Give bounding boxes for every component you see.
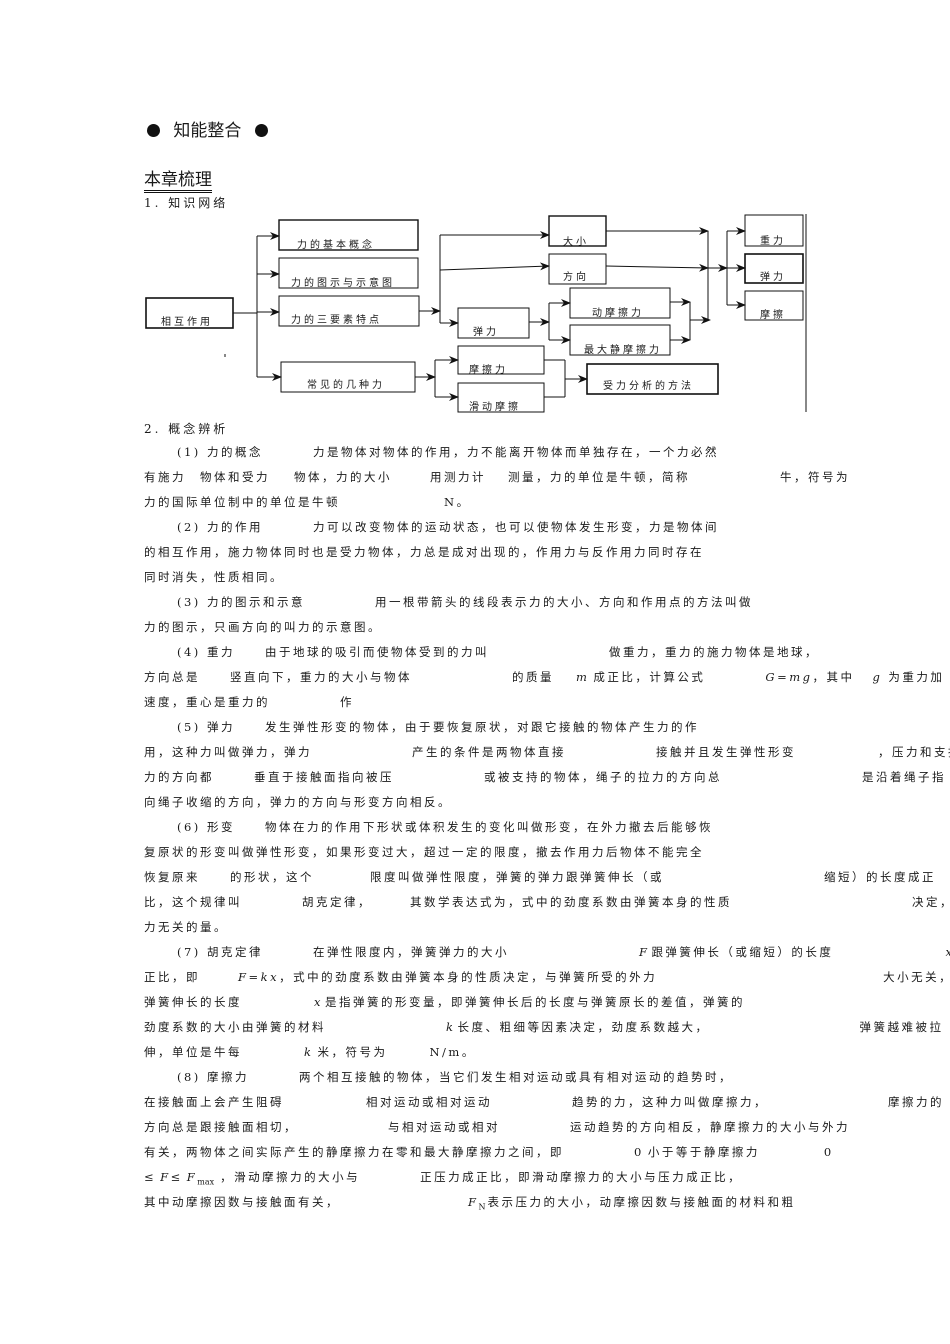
diagram-branch-label: 常见的几种力 (307, 380, 385, 391)
part2-label: 2. 概念辨析 (144, 422, 229, 436)
diagram-root-label: 相互作用 (161, 317, 213, 328)
paragraph-line: ≤F≤Fmax，滑动摩擦力的大小与正压力成正比，即滑动摩擦力的大小与压力成正比， (144, 1170, 743, 1187)
diagram-a-label: 方向 (563, 272, 589, 283)
paragraph-line: (6) 形变物体在力的作用下形状或体积发生的变化叫做形变，在外力撤去后能够恢 (177, 820, 713, 834)
diagram-branch-label: 力的三要素特点 (291, 315, 382, 326)
paragraph-line: (4) 重力由于地球的吸引而使物体受到的力叫做重力，重力的施力物体是地球， (177, 645, 819, 659)
paragraph-line: 复原状的形变叫做弹性形变，如果形变过大，超过一定的限度，撤去作用力后物体不能完全 (144, 845, 704, 859)
paragraph-line: 向绳子收缩的方向，弹力的方向与形变方向相反。 (144, 795, 452, 809)
diagram-result-label: 受力分析的方法 (603, 381, 694, 392)
paragraph-line: (5) 弹力发生弹性形变的物体，由于要恢复原状，对跟它接触的物体产生力的作 (177, 720, 699, 734)
section-title: 本章梳理 (144, 165, 212, 193)
diagram-middle-label: 滑动摩擦 (469, 402, 521, 413)
paragraph-line: (2) 力的作用力可以改变物体的运动状态，也可以使物体发生形变，力是物体间 (177, 520, 719, 534)
diagram-friction-label: 最大静摩擦力 (584, 345, 662, 356)
paragraph-line: (8) 摩擦力两个相互接触的物体，当它们发生相对运动或具有相对运动的趋势时， (177, 1070, 733, 1084)
diagram-a-label: 大小 (563, 237, 589, 248)
bullet-dot-icon (254, 124, 268, 137)
paragraph-line: 的相互作用，施力物体同时也是受力物体，力总是成对出现的，作用力与反作用力同时存在 (144, 545, 704, 559)
diagram-friction-label: 动摩擦力 (592, 308, 644, 319)
part1-label: 1. 知识网络 (144, 196, 229, 210)
paragraph-line: 力的方向都垂直于接触面指向被压或被支持的物体，绳子的拉力的方向总是沿着绳子指 (144, 770, 946, 784)
diagram-far-label: 重力 (760, 236, 786, 247)
diagram-far-label: 弹力 (760, 272, 786, 283)
paragraph-line: 恢复原来的形状，这个限度叫做弹性限度，弹簧的弹力跟弹簧伸长（或缩短）的长度成正 (144, 870, 936, 884)
paragraph-line: 有施力物体和受力物体，力的大小用测力计测量，力的单位是牛顿，简称牛，符号为 (144, 470, 850, 484)
paragraph-line: 同时消失，性质相同。 (144, 570, 284, 584)
paragraph-line: 力无关的量。 (144, 920, 228, 934)
diagram-branch-label: 力的基本概念 (297, 240, 375, 251)
diagram-middle-label: 摩擦力 (469, 365, 508, 376)
diagram-far-label: 摩擦 (760, 310, 786, 321)
diagram-branch-label: 力的图示与示意图 (291, 278, 395, 289)
header-title: 知能整合 (173, 121, 242, 141)
paragraph-line: 力的图示，只画方向的叫力的示意图。 (144, 620, 382, 634)
paragraph-line: 速度，重心是重力的作 (144, 695, 354, 709)
paragraph-line: 在接触面上会产生阻碍相对运动或相对运动趋势的力，这种力叫做摩擦力，摩擦力的 (144, 1095, 944, 1109)
knowledge-network-diagram (145, 214, 807, 413)
paragraph-line: 方向总是跟接触面相切，与相对运动或相对运动趋势的方向相反，静摩擦力的大小与外力 (144, 1120, 850, 1134)
paragraph-line: (1) 力的概念力是物体对物体的作用，力不能离开物体而单独存在，一个力必然 (177, 445, 719, 459)
paragraph-line: (3) 力的图示和示意用一根带箭头的线段表示力的大小、方向和作用点的方法叫做 (177, 595, 753, 609)
bullet-dot-icon (147, 124, 160, 137)
header: 知能整合 (147, 116, 268, 141)
diagram-middle-label: 弹力 (473, 327, 499, 338)
